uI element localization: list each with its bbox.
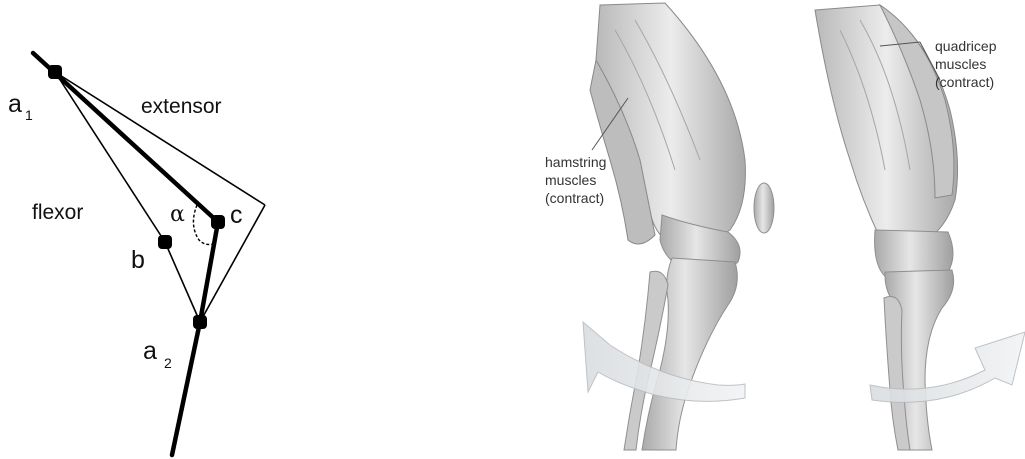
patella-left (754, 183, 774, 233)
label-a2: a (143, 337, 157, 365)
lever-diagram: a 1 extensor flexor α c b a 2 (8, 53, 265, 455)
label-alpha: α (170, 202, 185, 227)
knee-illustration: hamstring muscles (contract) quadricep m… (545, 3, 1025, 450)
label-a1-sub: 1 (25, 107, 33, 123)
hamstring-label-line3: (contract) (545, 190, 604, 206)
label-flexor: flexor (32, 201, 83, 224)
extensor-upper-line (55, 72, 265, 205)
flexor-lower-line (165, 242, 200, 322)
quadricep-label-line2: muscles (935, 56, 986, 72)
label-c: c (230, 201, 243, 229)
label-extensor: extensor (141, 95, 222, 118)
joint-c (211, 215, 225, 229)
quadricep-label-line3: (contract) (935, 74, 994, 90)
joint-b (158, 235, 172, 249)
joint-a1 (48, 65, 62, 79)
hamstring-label-line2: muscles (545, 172, 596, 188)
label-b: b (131, 246, 145, 274)
flexed-knee (583, 3, 774, 450)
label-a1: a (8, 90, 22, 118)
upper-segment (33, 53, 218, 222)
hamstring-label-line1: hamstring (545, 154, 606, 170)
lower-segment (172, 322, 200, 455)
quadricep-label-line1: quadricep (935, 38, 997, 54)
label-a2-sub: 2 (164, 355, 172, 371)
extended-knee (815, 5, 1025, 450)
joint-a2 (193, 315, 207, 329)
